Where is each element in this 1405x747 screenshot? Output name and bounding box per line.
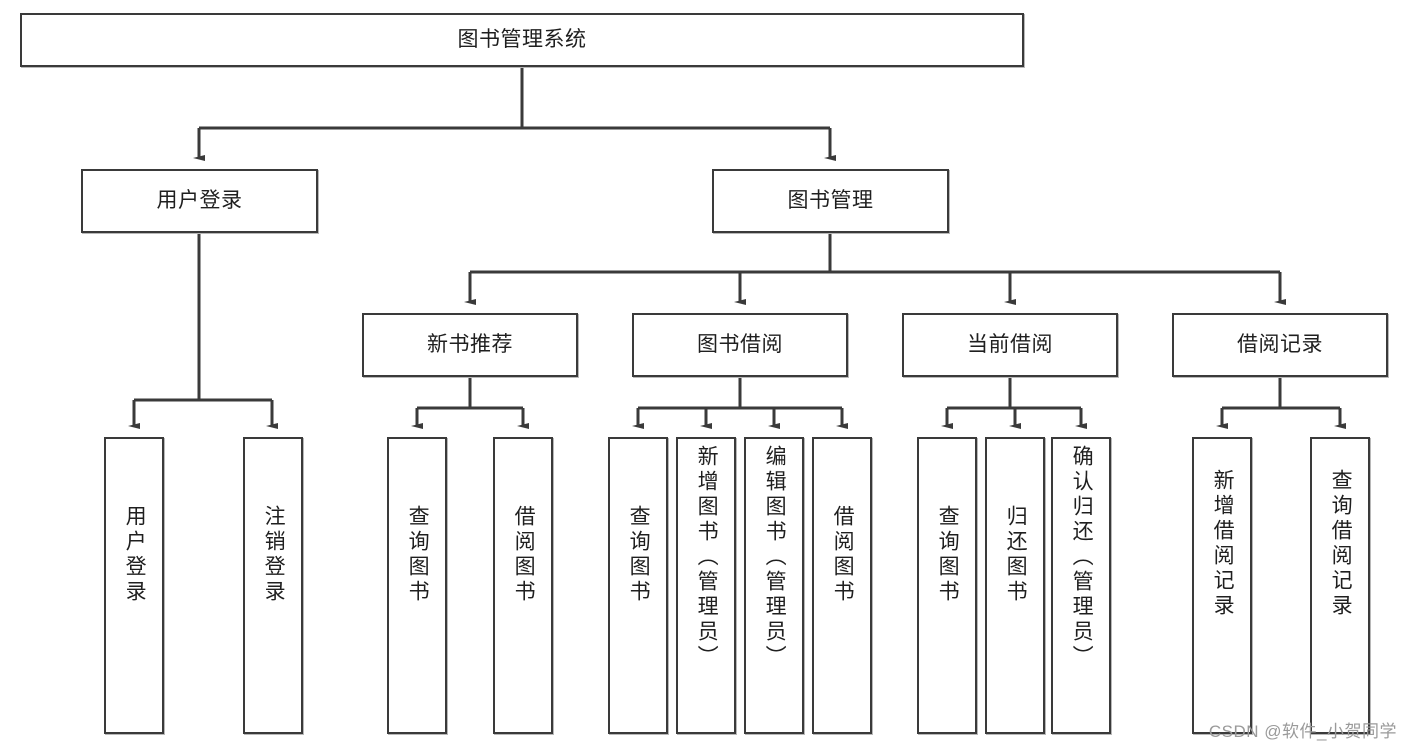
node-user-login[interactable]: 用户登录 xyxy=(81,169,318,233)
node-label: 用户登录 xyxy=(123,505,147,605)
node-label: 新书推荐 xyxy=(427,332,513,356)
node-label: 借阅图书 xyxy=(831,505,855,605)
leaf-user-login-login[interactable]: 用户登录 xyxy=(104,437,164,734)
node-label: 图书借阅 xyxy=(697,332,783,356)
node-new-book-recommend[interactable]: 新书推荐 xyxy=(362,313,578,377)
node-label: 查询图书 xyxy=(406,505,430,605)
node-label: 当前借阅 xyxy=(967,332,1053,356)
leaf-borrow-borrow-book[interactable]: 借阅图书 xyxy=(812,437,872,734)
leaf-record-query-borrow-record[interactable]: 查询借阅记录 xyxy=(1310,437,1370,734)
node-label: 新增图书（管理员） xyxy=(695,445,719,670)
node-label: 新增借阅记录 xyxy=(1211,469,1235,619)
leaf-current-query-book[interactable]: 查询图书 xyxy=(917,437,977,734)
node-label: 用户登录 xyxy=(156,188,243,212)
leaf-current-confirm-return-admin[interactable]: 确认归还（管理员） xyxy=(1051,437,1111,734)
node-label: 查询图书 xyxy=(936,505,960,605)
leaf-record-add-borrow-record[interactable]: 新增借阅记录 xyxy=(1192,437,1252,734)
leaf-borrow-add-book-admin[interactable]: 新增图书（管理员） xyxy=(676,437,736,734)
leaf-recommend-query-book[interactable]: 查询图书 xyxy=(387,437,447,734)
node-current-borrow[interactable]: 当前借阅 xyxy=(902,313,1118,377)
node-label: 注销登录 xyxy=(262,505,286,605)
leaf-current-return-book[interactable]: 归还图书 xyxy=(985,437,1045,734)
leaf-user-login-logout[interactable]: 注销登录 xyxy=(243,437,303,734)
node-root-system[interactable]: 图书管理系统 xyxy=(20,13,1024,67)
node-label: 确认归还（管理员） xyxy=(1070,445,1094,670)
leaf-borrow-query-book[interactable]: 查询图书 xyxy=(608,437,668,734)
node-label: 借阅图书 xyxy=(512,505,536,605)
node-label: 查询图书 xyxy=(627,505,651,605)
node-label: 查询借阅记录 xyxy=(1329,469,1353,619)
node-book-borrow[interactable]: 图书借阅 xyxy=(632,313,848,377)
node-label: 图书管理系统 xyxy=(457,27,587,51)
node-borrow-record[interactable]: 借阅记录 xyxy=(1172,313,1388,377)
node-label: 借阅记录 xyxy=(1237,332,1323,356)
node-label: 图书管理 xyxy=(787,188,874,212)
node-book-management[interactable]: 图书管理 xyxy=(712,169,949,233)
watermark-text: CSDN @软件_小贺同学 xyxy=(1208,722,1397,741)
node-label: 归还图书 xyxy=(1004,505,1028,605)
node-label: 编辑图书（管理员） xyxy=(763,445,787,670)
leaf-borrow-edit-book-admin[interactable]: 编辑图书（管理员） xyxy=(744,437,804,734)
leaf-recommend-borrow-book[interactable]: 借阅图书 xyxy=(493,437,553,734)
